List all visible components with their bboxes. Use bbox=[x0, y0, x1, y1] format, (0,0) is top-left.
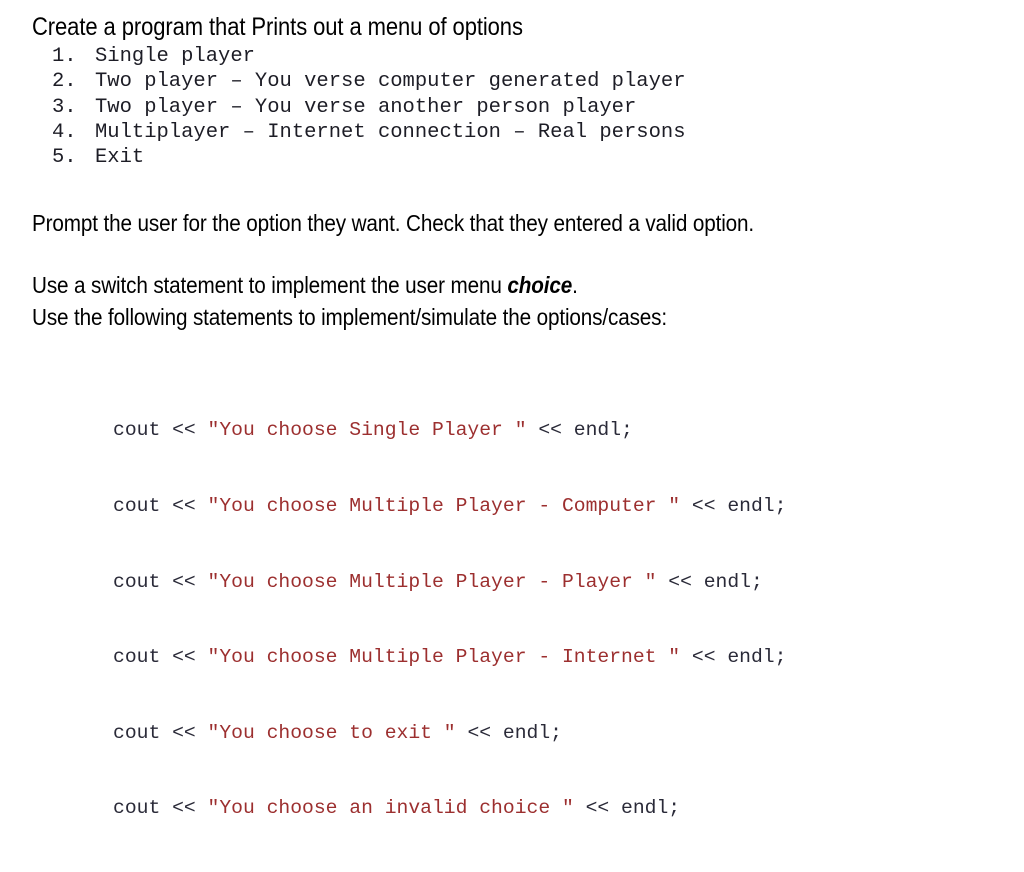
list-item: 1. Single player bbox=[52, 44, 686, 69]
code-token-string: "You choose Single Player " bbox=[207, 419, 527, 442]
paragraph-switch-text: Use a switch statement to implement the … bbox=[32, 272, 508, 298]
emphasis-choice: choice bbox=[507, 272, 573, 298]
code-line: cout << "You choose Single Player " << e… bbox=[113, 418, 786, 443]
code-token-endl: << endl; bbox=[656, 570, 763, 593]
code-token-stream: cout << bbox=[113, 797, 208, 820]
list-item-number: 1. bbox=[52, 45, 77, 68]
list-item-label: Multiplayer – Internet connection – Real… bbox=[95, 120, 686, 144]
page-title: Create a program that Prints out a menu … bbox=[32, 13, 523, 41]
slide-canvas: Create a program that Prints out a menu … bbox=[32, 13, 787, 820]
paragraph-switch-period: . bbox=[572, 272, 578, 298]
code-token-stream: cout << bbox=[113, 646, 208, 669]
code-token-stream: cout << bbox=[113, 721, 208, 744]
code-token-stream: cout << bbox=[113, 495, 208, 518]
code-token-string: "You choose an invalid choice " bbox=[207, 797, 574, 820]
code-token-stream: cout << bbox=[113, 570, 208, 593]
list-item: 4. Multiplayer – Internet connection – Re… bbox=[52, 120, 686, 145]
code-line: cout << "You choose an invalid choice " … bbox=[113, 796, 786, 821]
code-line: cout << "You choose Multiple Player - In… bbox=[113, 645, 786, 670]
code-token-endl: << endl; bbox=[680, 646, 787, 669]
code-token-string: "You choose Multiple Player - Player " bbox=[207, 570, 657, 593]
code-token-endl: << endl; bbox=[573, 797, 681, 820]
code-token-string: "You choose to exit " bbox=[207, 721, 456, 744]
code-token-endl: << endl; bbox=[680, 495, 787, 518]
list-item-label: Two player – You verse another person pl… bbox=[95, 95, 637, 119]
list-item-number: 4. bbox=[52, 120, 77, 144]
code-line: cout << "You choose to exit " << endl; bbox=[113, 721, 786, 746]
list-item: 5. Exit bbox=[52, 145, 686, 170]
code-line: cout << "You choose Multiple Player - Co… bbox=[113, 494, 786, 519]
list-item-label: Single player bbox=[95, 45, 255, 68]
list-item-number: 2. bbox=[52, 70, 77, 94]
code-token-string: "You choose Multiple Player - Internet " bbox=[207, 646, 681, 669]
menu-options-list: 1. Single player 2. Two player – You verse… bbox=[52, 44, 686, 170]
list-item-label: Two player – You verse computer generate… bbox=[95, 70, 686, 94]
paragraph-switch: Use a switch statement to implement the … bbox=[32, 270, 578, 300]
code-token-endl: << endl; bbox=[526, 419, 633, 442]
list-item-number: 5. bbox=[52, 146, 77, 170]
list-item-number: 3. bbox=[52, 95, 77, 119]
code-token-string: "You choose Multiple Player - Computer " bbox=[207, 495, 681, 518]
code-line: cout << "You choose Multiple Player - Pl… bbox=[113, 570, 786, 595]
code-block: cout << "You choose Single Player " << e… bbox=[113, 368, 786, 872]
paragraph-prompt: Prompt the user for the option they want… bbox=[32, 210, 755, 236]
paragraph-following: Use the following statements to implemen… bbox=[32, 304, 668, 330]
list-item: 3. Two player – You verse another person … bbox=[52, 95, 686, 120]
list-item: 2. Two player – You verse computer genera… bbox=[52, 69, 686, 94]
list-item-label: Exit bbox=[95, 146, 145, 170]
code-token-stream: cout << bbox=[113, 419, 208, 442]
code-token-endl: << endl; bbox=[455, 721, 562, 744]
